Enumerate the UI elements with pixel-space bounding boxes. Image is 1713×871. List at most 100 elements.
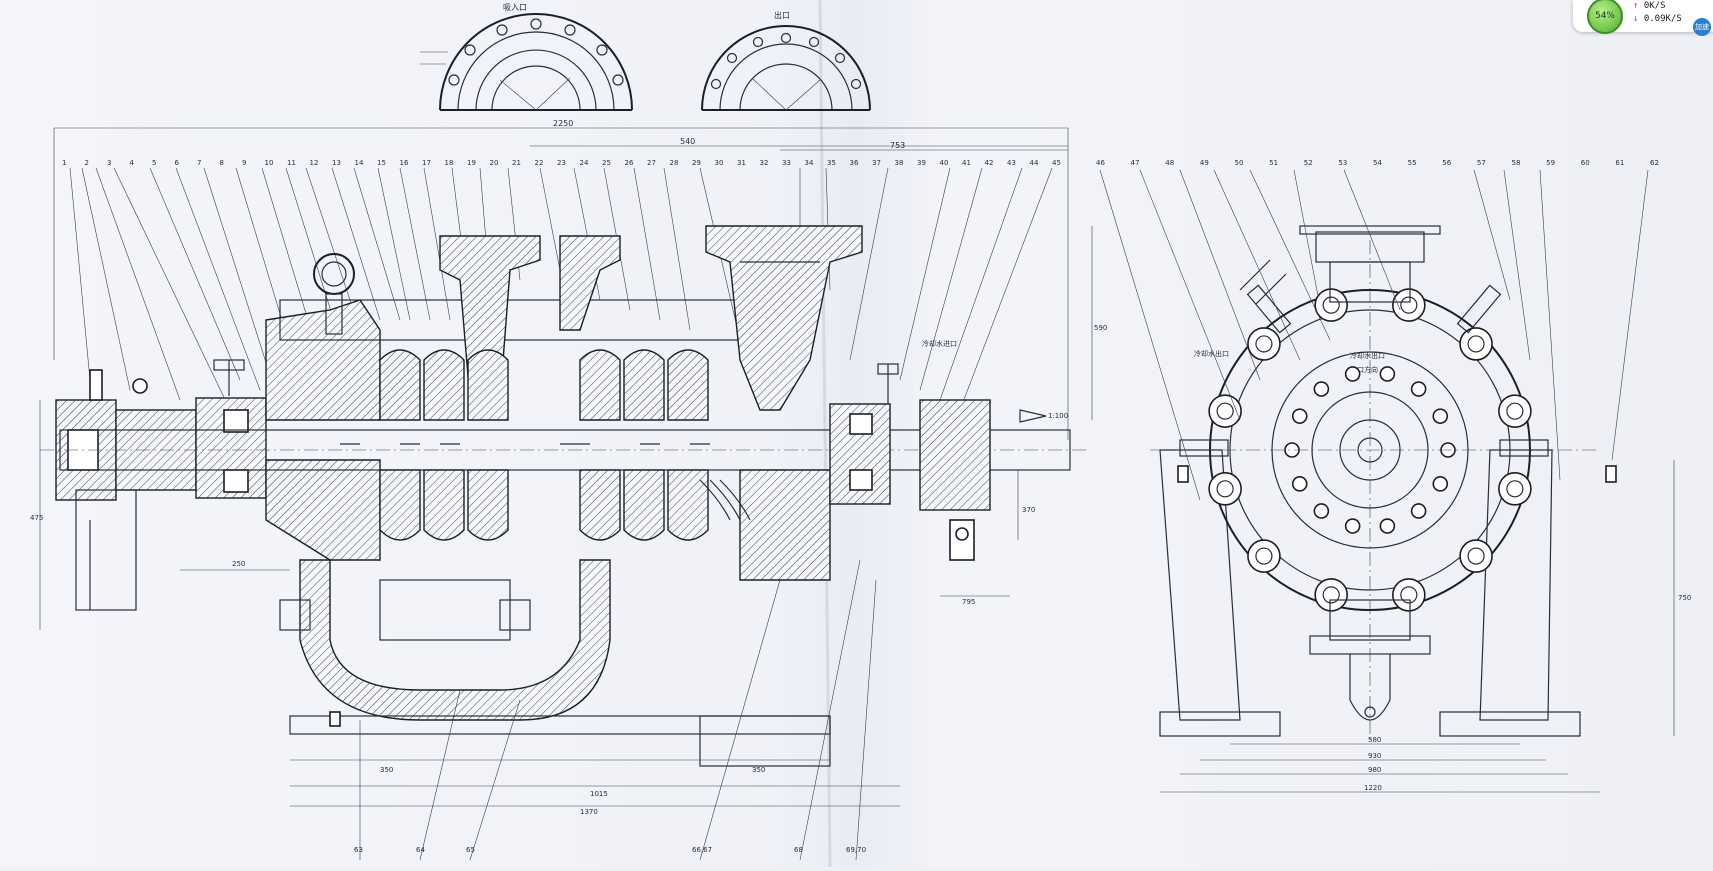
bottom-part-65: 65 (466, 846, 475, 854)
dim-475: 475 (30, 514, 43, 522)
part-number-2: 2 (85, 159, 89, 167)
tie-bolt-nut (1459, 327, 1493, 361)
cover-bolt (1432, 408, 1449, 424)
dim-580: 580 (1368, 736, 1381, 744)
note-cooling-out-right: 冷却水出口 (1194, 349, 1229, 358)
impellers-lower (379, 469, 709, 541)
accelerate-ball-icon[interactable]: 加速 (1693, 18, 1711, 36)
tie-bolt-nut (1459, 539, 1493, 573)
part-number-59: 59 (1546, 159, 1555, 167)
right-pedestal (1479, 449, 1553, 721)
part-number-39: 39 (917, 159, 926, 167)
note-cooling-out-far: 冷却水出口 (1350, 351, 1385, 360)
part-number-33: 33 (782, 159, 791, 167)
tie-bolt-nut (1314, 578, 1348, 612)
bottom-dimensions-left: 350 350 1015 1370 795 475 250 370 590 (30, 226, 1107, 861)
upload-rate: ↑ 0K/S (1633, 1, 1666, 11)
dim-590: 590 (1094, 324, 1107, 332)
part-number-49: 49 (1200, 159, 1209, 167)
network-speed-widget[interactable]: 54% ↑ 0K/S ↓ 0.09K/S 加速 (1573, 0, 1713, 36)
tie-bolt-nut (1498, 394, 1532, 428)
bottom-part-68: 68 (794, 846, 803, 854)
cover-bolt (1379, 366, 1396, 382)
fold-line (818, 0, 832, 868)
part-number-21: 21 (512, 159, 521, 167)
tie-bolt-nut (1247, 327, 1281, 361)
bottom-part-69-70: 69,70 (846, 846, 866, 854)
dim-overall: 2250 (553, 119, 573, 128)
tie-bolt-nut (1247, 539, 1281, 573)
cover-bolt (1432, 476, 1449, 492)
upload-value: 0K/S (1643, 1, 1666, 11)
part-number-30: 30 (715, 159, 724, 167)
dim-1015: 1015 (590, 790, 608, 798)
top-dimension-lines: 2250 540 753 (53, 119, 1069, 440)
dim-753: 753 (890, 141, 905, 150)
cpu-gauge[interactable]: 54% (1587, 0, 1623, 34)
part-number-5: 5 (152, 159, 156, 167)
part-number-11: 11 (287, 159, 296, 167)
tie-bolt-hole (1400, 586, 1418, 604)
dim-350a: 350 (380, 766, 393, 774)
part-number-17: 17 (422, 159, 431, 167)
upload-arrow-icon: ↑ (1633, 1, 1639, 11)
part-number-62: 62 (1650, 159, 1659, 167)
part-number-12: 12 (310, 159, 319, 167)
part-number-37: 37 (872, 159, 881, 167)
part-number-16: 16 (400, 159, 409, 167)
part-number-42: 42 (985, 159, 994, 167)
tie-bolt-hole (1322, 586, 1340, 604)
part-number-9: 9 (242, 159, 246, 167)
part-number-7: 7 (197, 159, 201, 167)
cover-bolt (1344, 518, 1361, 534)
lifting-eye (313, 253, 355, 295)
tie-bolt-nut (1392, 578, 1426, 612)
part-number-53: 53 (1338, 159, 1347, 167)
part-number-8: 8 (220, 159, 224, 167)
part-number-25: 25 (602, 159, 611, 167)
outlet-flange-label: 出口 (774, 10, 790, 20)
part-number-10: 10 (265, 159, 274, 167)
outlet-nozzle (705, 225, 863, 411)
tie-bolt-nut (1392, 288, 1426, 322)
dim-370: 370 (1022, 506, 1035, 514)
part-number-41: 41 (962, 159, 971, 167)
inlet-flange-label: 吸入口 (503, 3, 527, 12)
part-number-60: 60 (1581, 159, 1590, 167)
base-plate (289, 715, 831, 735)
part-number-31: 31 (737, 159, 746, 167)
leader-lines-right (1099, 169, 1649, 501)
dim-930: 930 (1368, 752, 1381, 760)
cover-bolt (1313, 503, 1330, 519)
part-number-6: 6 (175, 159, 180, 167)
cover-bolt (1344, 366, 1361, 382)
tie-bolt-hole (1506, 480, 1524, 498)
dim-540: 540 (680, 137, 695, 146)
tie-bolt-hole (1506, 402, 1524, 420)
cover-bolt (1379, 518, 1396, 534)
leader-lines-left (69, 167, 1053, 411)
part-number-47: 47 (1131, 159, 1140, 167)
part-number-20: 20 (490, 159, 499, 167)
part-number-18: 18 (445, 159, 454, 167)
tie-bolt-hole (1467, 547, 1485, 565)
dim-350b: 350 (752, 766, 765, 774)
part-number-34: 34 (805, 159, 814, 167)
part-number-36: 36 (850, 159, 859, 167)
dim-1220: 1220 (1364, 784, 1382, 792)
dim-250: 250 (232, 560, 245, 568)
part-number-28: 28 (670, 159, 679, 167)
impellers-upper (379, 349, 709, 421)
tie-bolt-nut (1498, 472, 1532, 506)
cover-bolt (1291, 476, 1308, 492)
bottom-part-66-67: 66,67 (692, 846, 712, 854)
bottom-part-64: 64 (416, 846, 425, 854)
tie-bolt-hole (1255, 335, 1273, 353)
part-number-44: 44 (1030, 159, 1039, 167)
dim-795: 795 (962, 598, 975, 606)
taper-label: 1:100 (1048, 412, 1068, 420)
